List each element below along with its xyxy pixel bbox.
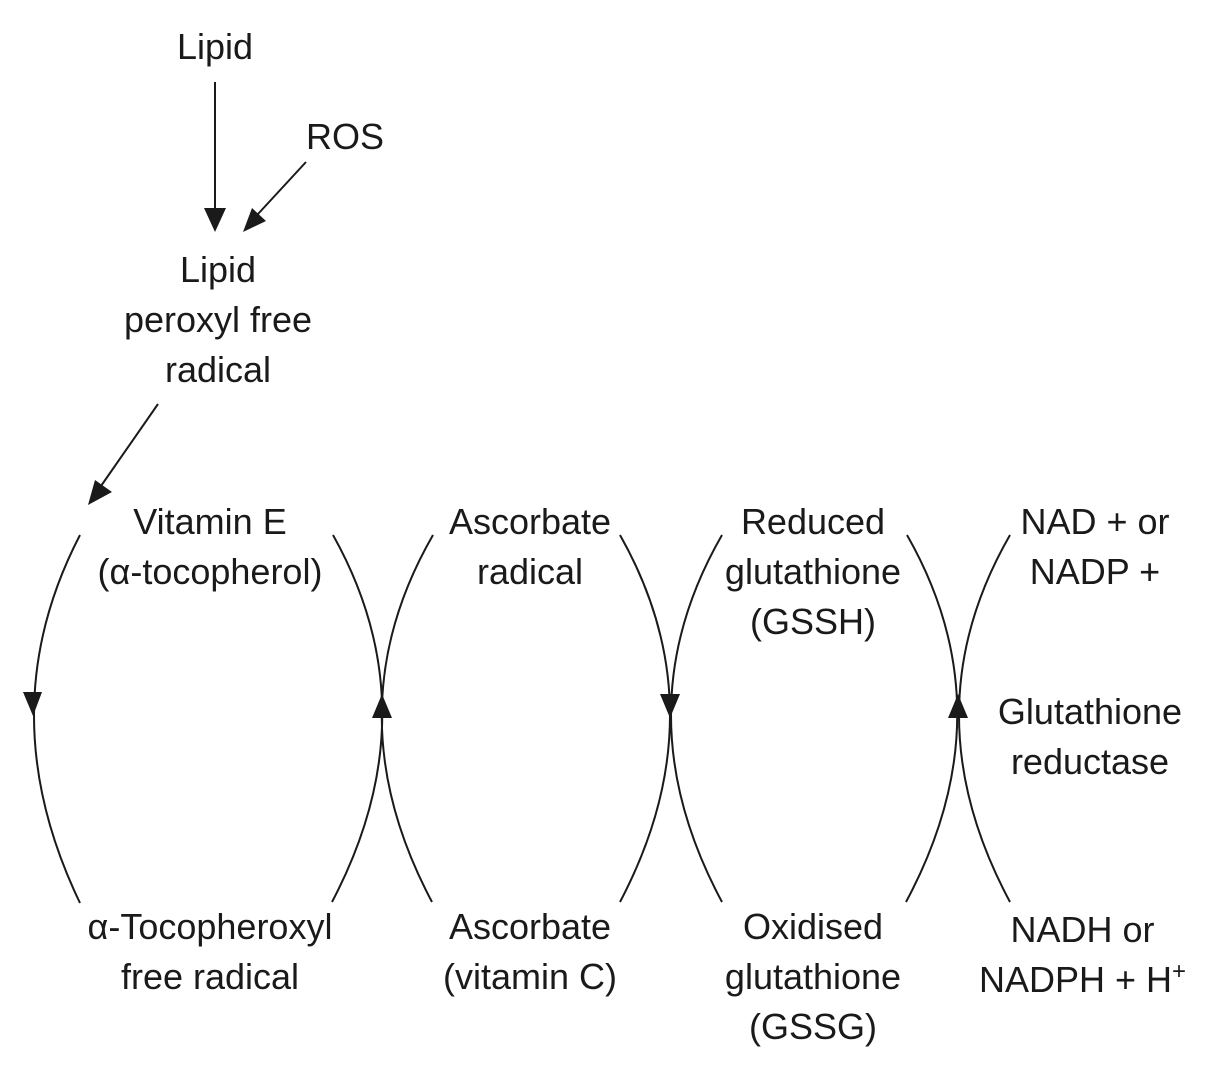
node-ascorbate-vitamin-c: Ascorbate (vitamin C) — [410, 902, 650, 1002]
arrowhead-ascorbate-regeneration — [660, 694, 680, 718]
arc-vitamin-e-to-tocopheroxyl — [33, 534, 81, 904]
node-nadh-superscript: + — [1172, 958, 1187, 985]
node-oxidised-glutathione-line-3: (GSSG) — [748, 1006, 877, 1047]
node-lipid-peroxyl-line-3: radical — [164, 349, 272, 390]
node-nadh-line-1: NADH or — [1010, 909, 1155, 950]
node-lipid-peroxyl-line-2: peroxyl free — [123, 299, 313, 340]
node-reduced-glutathione-line-1: Reduced — [740, 501, 886, 542]
node-tocopheroxyl-free-radical: α-Tocopheroxyl free radical — [50, 902, 370, 1002]
node-ascorbate-line-1: Ascorbate — [448, 906, 612, 947]
node-ros-line-1: ROS — [305, 116, 384, 157]
arrowhead-ros-to-peroxyl — [243, 208, 266, 232]
node-glutathione-reductase: Glutathione reductase — [970, 687, 1210, 787]
arrowhead-lipid-to-peroxyl — [204, 208, 226, 232]
node-nad-line-2: NADP + — [1029, 551, 1161, 592]
node-ros: ROS — [290, 112, 400, 162]
node-nadh-line-2-wrapper: NADPH + H+ — [955, 955, 1210, 1005]
node-reduced-glutathione-line-3: (GSSH) — [750, 601, 876, 642]
node-enzyme-line-2: reductase — [1010, 741, 1170, 782]
node-vitamin-e-line-1: Vitamin E — [133, 501, 287, 542]
node-ascorbate-radical: Ascorbate radical — [410, 497, 650, 597]
arrowhead-regeneration-vitamin-e — [372, 694, 392, 718]
node-lipid-peroxyl-line-1: Lipid — [179, 249, 257, 290]
node-vitamin-e: Vitamin E (α-tocopherol) — [70, 497, 350, 597]
node-nad-or-nadp: NAD + or NADP + — [990, 497, 1200, 597]
node-enzyme-line-1: Glutathione — [997, 691, 1183, 732]
node-lipid-peroxyl-free-radical: Lipid peroxyl free radical — [98, 245, 338, 395]
node-lipid: Lipid — [150, 22, 280, 72]
node-ascorbate-radical-line-1: Ascorbate — [448, 501, 612, 542]
arrow-peroxyl-to-vitamin-e — [100, 403, 159, 487]
node-ascorbate-radical-line-2: radical — [476, 551, 584, 592]
node-oxidised-glutathione: Oxidised glutathione (GSSG) — [693, 902, 933, 1052]
node-nadh-or-nadph: NADH or NADPH + H+ — [955, 905, 1210, 1005]
node-tocopheroxyl-line-2: free radical — [120, 956, 300, 997]
node-tocopheroxyl-line-1: α-Tocopheroxyl — [87, 906, 333, 947]
node-reduced-glutathione: Reduced glutathione (GSSH) — [693, 497, 933, 647]
node-nadh-line-2: NADPH + H — [978, 959, 1173, 1000]
arrowhead-peroxyl-to-vitamin-e — [88, 480, 112, 505]
node-nad-line-1: NAD + or — [1020, 501, 1170, 542]
arrowhead-glutathione-reduction — [948, 694, 968, 718]
node-reduced-glutathione-line-2: glutathione — [724, 551, 902, 592]
node-oxidised-glutathione-line-1: Oxidised — [742, 906, 884, 947]
node-lipid-line-1: Lipid — [176, 26, 254, 67]
arrowhead-vitamin-e-to-tocopheroxyl — [23, 692, 42, 716]
node-ascorbate-line-2: (vitamin C) — [442, 956, 617, 997]
node-vitamin-e-line-2: (α-tocopherol) — [97, 551, 323, 592]
node-oxidised-glutathione-line-2: glutathione — [724, 956, 902, 997]
arrow-ros-to-peroxyl — [257, 161, 307, 215]
